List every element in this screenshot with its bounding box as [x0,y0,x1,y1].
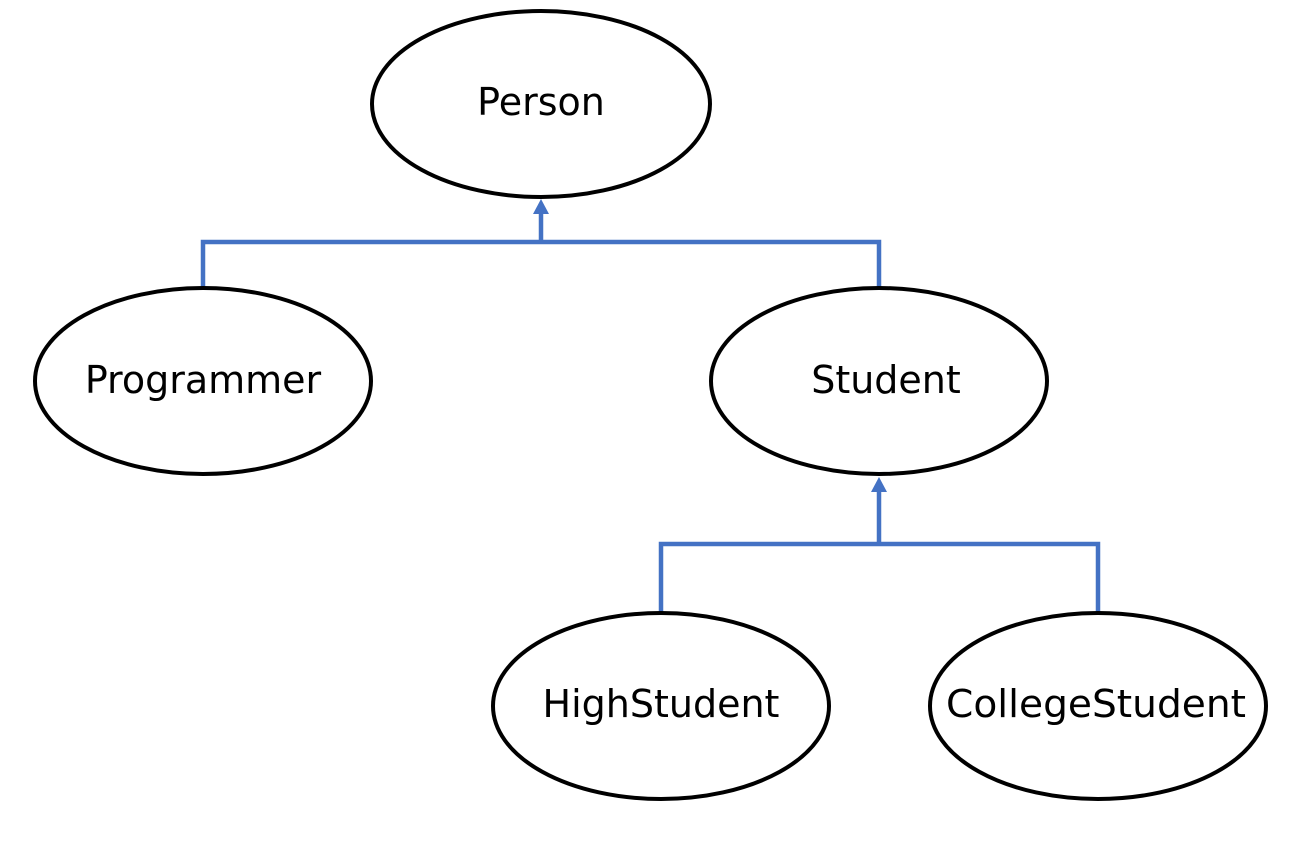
node-programmer-label: Programmer [85,358,322,402]
connector-collegestudent-to-student [879,541,1101,614]
node-student-shape [709,286,1049,476]
connector-highstudent-to-student [658,541,879,614]
node-high-student: HighStudent [491,611,831,801]
arrow-head-person [533,199,549,214]
node-high-student-label: HighStudent [543,682,780,726]
connector-student-to-person [541,239,882,290]
node-programmer: Programmer [33,286,373,476]
arrow-head-student [871,477,887,492]
node-college-student-shape [928,611,1268,801]
connector-group-person [200,199,882,290]
node-college-student: CollegeStudent [928,611,1268,801]
node-college-student-label: CollegeStudent [946,682,1246,726]
node-programmer-shape [33,286,373,476]
connector-programmer-to-person [200,239,541,290]
node-student: Student [709,286,1049,476]
node-person-shape [370,9,712,199]
node-student-label: Student [811,358,961,402]
connector-group-student [658,477,1101,614]
node-person: Person [370,9,712,199]
node-person-label: Person [477,80,605,124]
node-high-student-shape [491,611,831,801]
